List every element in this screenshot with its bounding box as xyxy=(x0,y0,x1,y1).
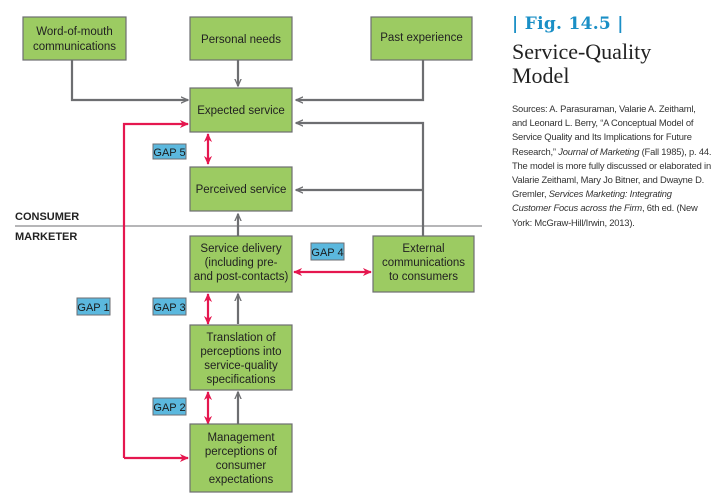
box-perceived-service: Perceived service xyxy=(189,166,293,212)
box-label-line: perceptions into xyxy=(200,346,281,358)
gap-label-text: GAP 1 xyxy=(77,302,109,314)
box-label-line: Service delivery xyxy=(200,243,281,255)
sources-text: , 6th ed. (New York: McGraw-Hill/Irwin, … xyxy=(512,202,698,228)
figure-number: | Fig. 14.5 | xyxy=(512,14,624,34)
figure-caption: | Fig. 14.5 | Service-Quality Model Sour… xyxy=(512,14,712,230)
box-label-line: (including pre- xyxy=(205,257,278,269)
arrow-external-to-expected xyxy=(296,123,425,262)
box-label-line: specifications xyxy=(206,374,275,386)
gap-label-1: GAP 1 xyxy=(76,297,111,316)
sources-book: Services Marketing: Integrating Customer… xyxy=(512,188,672,214)
box-personal-needs: Personal needs xyxy=(189,16,293,61)
figure-title-line: Model xyxy=(512,63,570,88)
gap-label-4: GAP 4 xyxy=(310,242,345,261)
zone-label-consumer: CONSUMER xyxy=(15,211,79,223)
gap-label-text: GAP 5 xyxy=(153,147,185,159)
box-management-perceptions: Management perceptions of consumer expec… xyxy=(189,423,293,493)
gap-label-2: GAP 2 xyxy=(152,397,187,416)
gap-label-text: GAP 3 xyxy=(153,302,185,314)
box-label-line: Perceived service xyxy=(196,184,287,196)
zone-label-marketer: MARKETER xyxy=(15,231,77,243)
box-label-line: perceptions of xyxy=(205,446,278,458)
figure-sources: Sources: A. Parasuraman, Valarie A. Zeit… xyxy=(512,102,712,230)
box-label-line: expectations xyxy=(209,474,274,486)
box-label-line: External xyxy=(402,243,444,255)
box-service-delivery: Service delivery (including pre- and pos… xyxy=(189,235,293,293)
box-label-line: Personal needs xyxy=(201,34,281,46)
box-translation: Translation of perceptions into service-… xyxy=(189,324,293,391)
box-label-line: communications xyxy=(382,257,465,269)
box-label-line: service-quality xyxy=(204,360,278,372)
box-label-line: Management xyxy=(207,432,275,444)
box-label-line: Past experience xyxy=(380,32,462,44)
box-label-line: Expected service xyxy=(197,105,285,117)
gap-label-3: GAP 3 xyxy=(152,297,187,316)
gap-label-5: GAP 5 xyxy=(152,143,187,160)
sources-text: (Fall 1985), p. 44. The model is more fu… xyxy=(512,145,712,200)
box-label-line: Word-of-mouth xyxy=(36,26,112,38)
box-label-line: consumer xyxy=(216,460,267,472)
arrow-past-to-expected xyxy=(296,60,425,100)
gap-label-text: GAP 2 xyxy=(153,402,185,414)
box-label-line: communications xyxy=(33,41,116,53)
box-past-experience: Past experience xyxy=(370,16,473,61)
box-external-communications: External communications to consumers xyxy=(372,235,475,293)
gap1-line xyxy=(122,119,189,458)
gap-label-text: GAP 4 xyxy=(311,247,343,259)
box-label-line: to consumers xyxy=(389,271,458,283)
figure-title-line: Service-Quality xyxy=(512,39,652,64)
sources-journal: Journal of Marketing xyxy=(558,145,640,157)
box-expected-service: Expected service xyxy=(189,87,293,133)
figure-title: Service-Quality Model xyxy=(512,40,712,88)
box-label-line: Translation of xyxy=(206,332,276,344)
box-label-line: and post-contacts) xyxy=(194,271,289,283)
sources-text: Sources: A. Parasuraman, Valarie A. Zeit… xyxy=(512,103,696,157)
arrow-wom-to-expected xyxy=(70,60,188,100)
box-word-of-mouth: Word-of-mouth communications xyxy=(22,16,127,61)
